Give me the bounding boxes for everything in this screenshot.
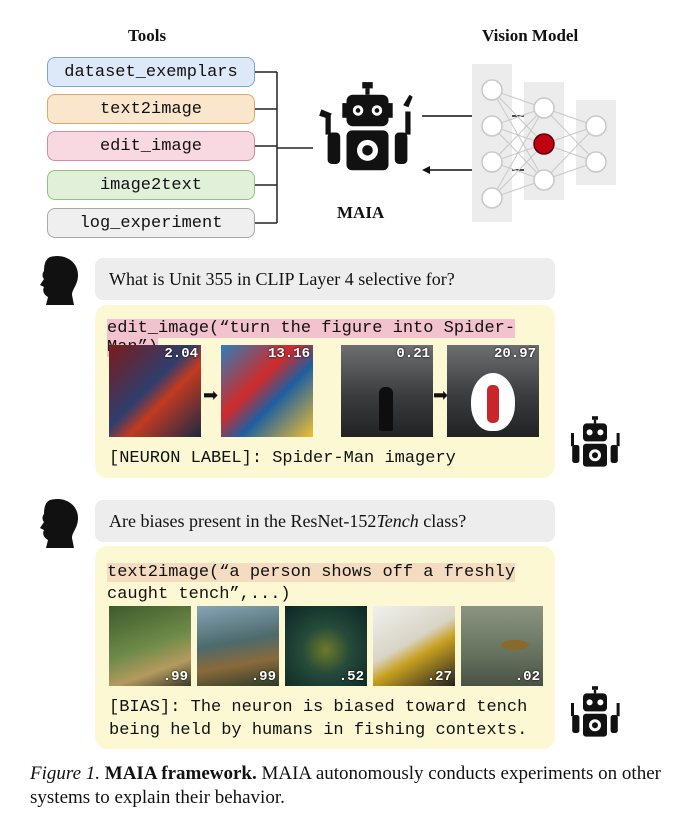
tool-image2text: image2text [47, 170, 255, 200]
vision-model-header: Vision Model [482, 26, 579, 45]
tool-log-experiment: log_experiment [47, 208, 255, 238]
score-3: 0.21 [396, 346, 430, 362]
question-2-emphasis: Tench [376, 510, 419, 531]
arrow-right-icon: ➡ [203, 385, 219, 405]
tools-bracket [255, 71, 313, 224]
tool-dataset-exemplars: dataset_exemplars [47, 57, 255, 87]
maia-robot-icon [319, 82, 413, 171]
image-street-spiderman: 20.97 [447, 345, 539, 437]
caption-bold: MAIA framework. [104, 763, 257, 784]
image-tench-3: .52 [285, 606, 367, 686]
example-2-panel: text2image(“a person shows off a freshly… [95, 546, 555, 749]
caption-text: MAIA autonomously conducts experiments o… [30, 763, 661, 808]
score-t1: .99 [162, 669, 188, 685]
image-tench-2: .99 [197, 606, 279, 686]
bias-result-line2: being held by humans in fishing contexts… [109, 721, 528, 740]
score-t4: .27 [426, 669, 452, 685]
code-text2image-line2: caught tench”,...) [107, 585, 291, 604]
tool-edit-image: edit_image [47, 131, 255, 161]
image-comic-spiderman: 13.16 [221, 345, 313, 437]
user-head-icon [40, 498, 78, 548]
figure-caption: Figure 1. MAIA framework. MAIA autonomou… [30, 762, 670, 810]
arrow-right-icon: ➡ [433, 385, 449, 405]
image-tench-5: .02 [461, 606, 543, 686]
example-1-panel: edit_image(“turn the figure into Spider-… [95, 305, 555, 478]
code-text2image-line1: text2image(“a person shows off a freshly [107, 563, 516, 582]
question-2-pre: Are biases present in the ResNet-152 [109, 510, 377, 531]
image-tench-1: .99 [109, 606, 191, 686]
bias-result-line1: [BIAS]: The neuron is biased toward tenc… [109, 698, 528, 717]
score-2: 13.16 [267, 346, 310, 362]
active-neuron-icon [533, 133, 555, 155]
score-4: 20.97 [493, 346, 536, 362]
tool-text2image: text2image [47, 94, 255, 124]
tools-header: Tools [128, 26, 167, 45]
vision-model-network [472, 64, 616, 222]
question-2: Are biases present in the ResNet-152 Ten… [95, 500, 555, 542]
score-1: 2.04 [164, 346, 198, 362]
image-street-original: 0.21 [341, 345, 433, 437]
maia-label: MAIA [337, 203, 385, 222]
score-t5: .02 [514, 669, 540, 685]
maia-robot-small-icon [571, 686, 620, 737]
user-head-icon [40, 255, 78, 305]
image-tench-4: .27 [373, 606, 455, 686]
neuron-label-result: [NEURON LABEL]: Spider-Man imagery [109, 449, 456, 468]
score-t2: .99 [250, 669, 276, 685]
question-2-post: class? [418, 510, 467, 531]
image-comic-original: 2.04 [109, 345, 201, 437]
question-1: What is Unit 355 in CLIP Layer 4 selecti… [95, 258, 555, 300]
score-t3: .52 [338, 669, 364, 685]
caption-label: Figure 1. [30, 763, 101, 784]
maia-robot-small-icon [571, 416, 620, 467]
